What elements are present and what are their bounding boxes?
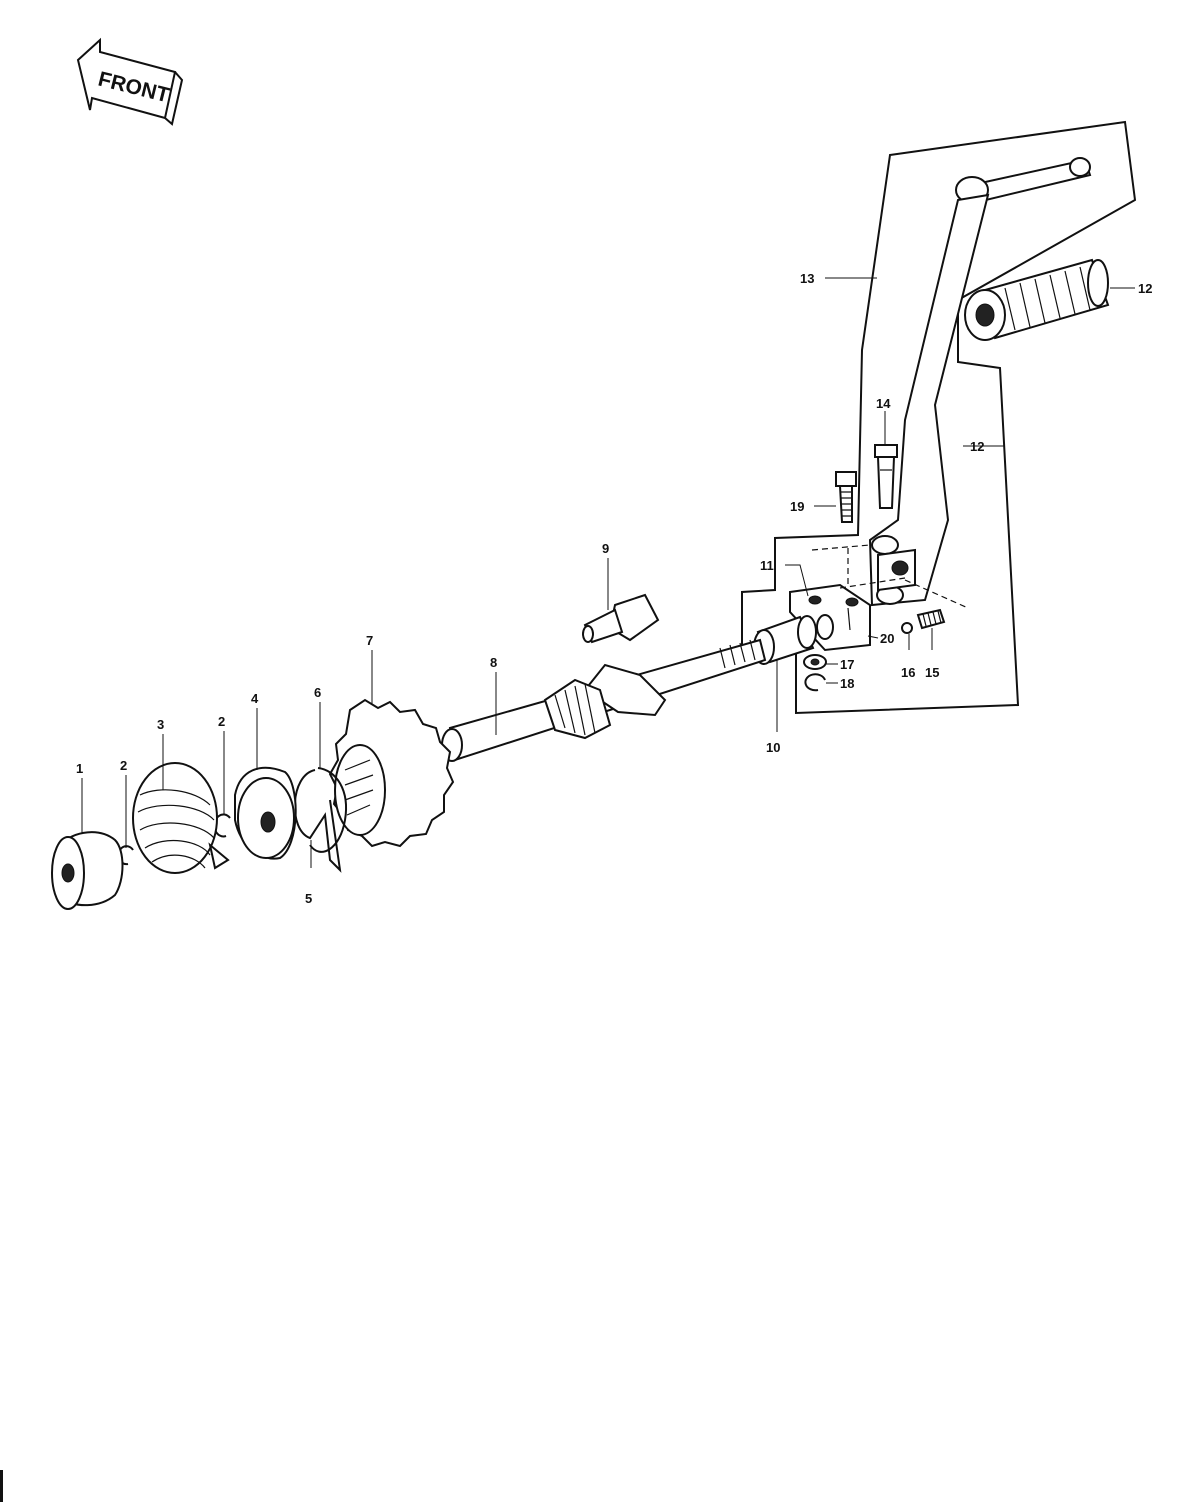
callout-4: 4 [251, 691, 259, 706]
callout-17: 17 [840, 657, 854, 672]
stopper-bolt-9 [582, 593, 660, 644]
kick-shaft-8 [441, 638, 767, 762]
callout-14: 14 [876, 396, 891, 411]
callout-10: 10 [766, 740, 780, 755]
callout-19: 19 [790, 499, 804, 514]
callout-5: 5 [305, 891, 312, 906]
circlip-18 [804, 673, 826, 692]
callout-3: 3 [157, 717, 164, 732]
callout-6: 6 [314, 685, 321, 700]
callout-12-arm: 12 [970, 439, 984, 454]
detent-ball-16 [901, 622, 913, 634]
bolt-19 [835, 471, 857, 523]
pedal-rubber-grip [964, 258, 1110, 341]
shaft-cap-1 [51, 831, 124, 910]
callout-1: 1 [76, 761, 83, 776]
callout-8: 8 [490, 655, 497, 670]
callout-18: 18 [840, 676, 854, 691]
return-spring-3 [132, 762, 230, 874]
callout-12-grip: 12 [1138, 281, 1152, 296]
ratchet-4 [234, 766, 297, 860]
kick-gear-7 [328, 698, 455, 848]
callout-20: 20 [880, 631, 894, 646]
callout-16: 16 [901, 665, 915, 680]
callout-13: 13 [800, 271, 814, 286]
callout-11: 11 [760, 558, 774, 573]
alignment-dashed-lines [811, 544, 969, 609]
kick-pedal-arm [868, 157, 1092, 607]
callout-2-left: 2 [120, 758, 127, 773]
callout-7: 7 [366, 633, 373, 648]
shaft-bushing-10 [753, 614, 834, 665]
spring-clip-5 [293, 769, 342, 873]
callout-leaders [81, 277, 1135, 868]
assembly-boundary-outline [741, 120, 1137, 715]
callout-9: 9 [602, 541, 609, 556]
circlip-6 [309, 767, 347, 853]
callout-2-right: 2 [218, 714, 225, 729]
callout-15: 15 [925, 665, 939, 680]
bolt-14 [874, 444, 898, 509]
detent-spring-15 [916, 608, 946, 630]
front-arrow-badge: FRONT [76, 37, 184, 126]
scan-edge-mark [0, 1470, 3, 1502]
